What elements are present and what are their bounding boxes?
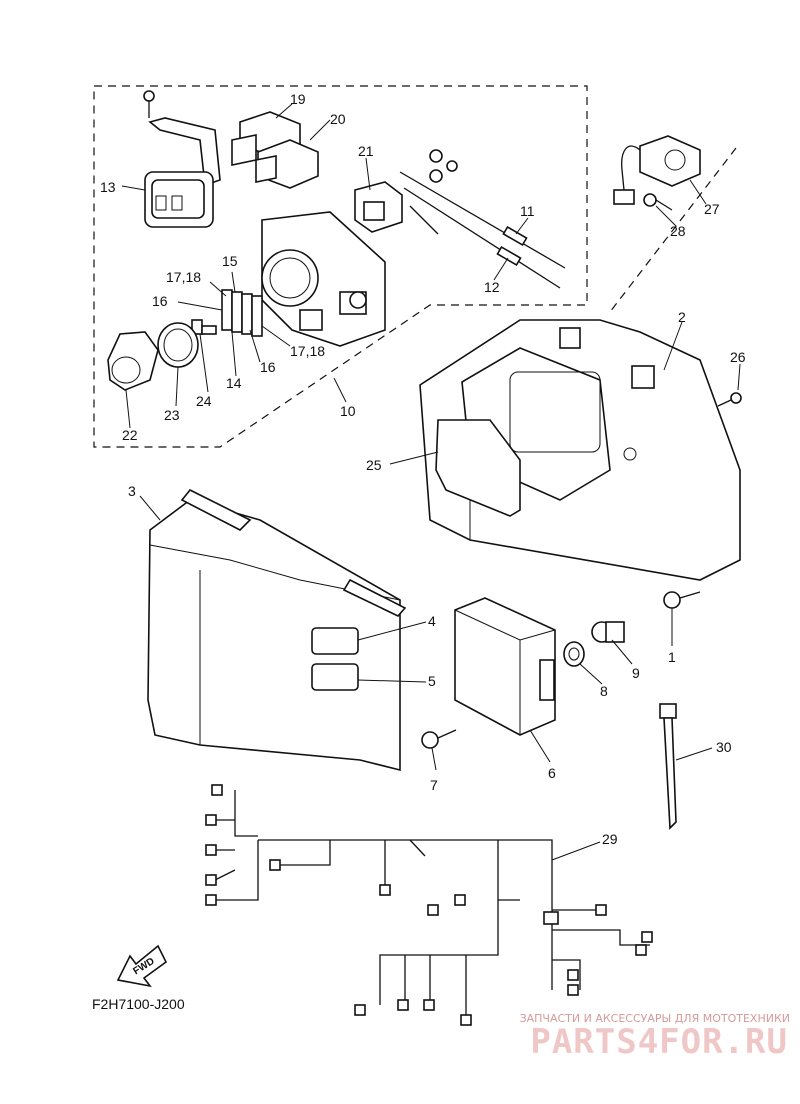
label-12: 12 — [484, 279, 500, 295]
fwd-arrow-icon: FWD — [116, 944, 168, 988]
label-20: 20 — [330, 111, 346, 127]
label-17-18-a: 17,18 — [166, 269, 201, 285]
label-30: 30 — [716, 739, 732, 755]
label-19: 19 — [290, 91, 306, 107]
part-14-15-fuses — [221, 289, 263, 337]
label-26: 26 — [730, 349, 746, 365]
watermark-tagline: ЗАПЧАСТИ И АКСЕССУАРЫ ДЛЯ МОТОТЕХНИКИ — [519, 1012, 790, 1025]
part-25-gasket — [435, 419, 521, 517]
guide-line-27 — [609, 147, 737, 313]
label-13: 13 — [100, 179, 116, 195]
label-25: 25 — [366, 457, 382, 473]
label-15: 15 — [222, 253, 238, 269]
part-1-bolt — [663, 591, 701, 609]
part-2-bracket-box — [419, 319, 741, 581]
label-3: 3 — [128, 483, 136, 499]
label-7: 7 — [430, 777, 438, 793]
watermark-logo: PARTS4FOR.RU — [530, 1022, 788, 1062]
label-24: 24 — [196, 393, 212, 409]
label-16-b: 16 — [260, 359, 276, 375]
label-9: 9 — [632, 665, 640, 681]
part-30-tie — [659, 703, 677, 830]
part-26-bolt — [717, 392, 742, 407]
part-27-sensor — [613, 135, 701, 205]
label-4: 4 — [428, 613, 436, 629]
part-8-grommet — [563, 641, 585, 667]
label-16-a: 16 — [152, 293, 168, 309]
part-20-relay — [255, 139, 319, 189]
part-11-12-leads — [399, 149, 566, 289]
label-27: 27 — [704, 201, 720, 217]
part-21-block — [354, 181, 403, 233]
part-7-bolt — [421, 729, 457, 749]
label-8: 8 — [600, 683, 608, 699]
part-29-wire-harness — [205, 784, 653, 1026]
leader-lines — [121, 103, 741, 861]
label-22: 22 — [122, 427, 138, 443]
part-28-bolt — [643, 193, 673, 211]
part-6-control-unit — [454, 597, 556, 736]
label-28: 28 — [670, 223, 686, 239]
label-10: 10 — [340, 403, 356, 419]
part-24-clip — [191, 319, 217, 335]
label-23: 23 — [164, 407, 180, 423]
part-23-seal-ring — [157, 322, 199, 368]
label-6: 6 — [548, 765, 556, 781]
label-11: 11 — [520, 203, 535, 219]
part-13-cover — [144, 117, 221, 228]
diagram-code: F2H7100-J200 — [92, 996, 185, 1012]
part-9-collar — [591, 621, 625, 643]
screw-top — [143, 90, 155, 118]
label-29: 29 — [602, 831, 618, 847]
part-3-cover — [147, 488, 407, 772]
part-10-housing — [261, 211, 386, 347]
label-14: 14 — [226, 375, 242, 391]
label-17-18-b: 17,18 — [290, 343, 325, 359]
assembly-10-boundary — [93, 85, 588, 448]
label-1: 1 — [668, 649, 676, 665]
label-2: 2 — [678, 309, 686, 325]
label-5: 5 — [428, 673, 436, 689]
label-21: 21 — [358, 143, 374, 159]
part-22-cap — [107, 331, 159, 391]
